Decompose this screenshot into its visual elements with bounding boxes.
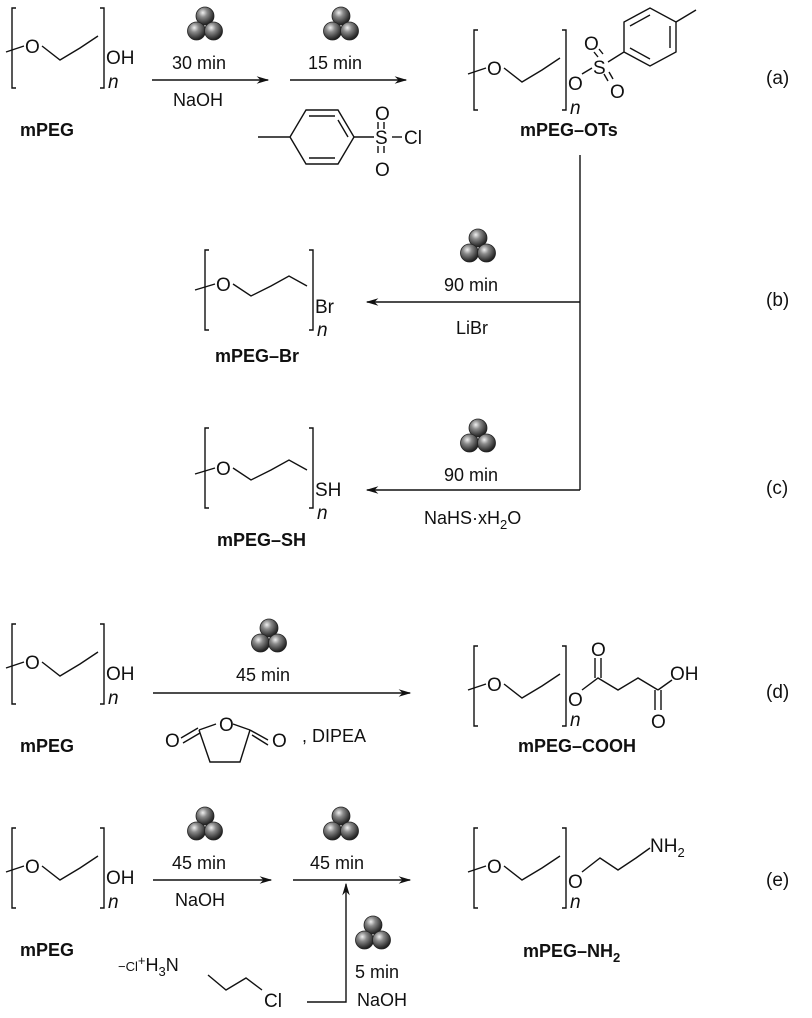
step-time: 90 min	[444, 465, 498, 485]
reactant-name: mPEG	[20, 120, 74, 140]
atom-o: O	[487, 59, 502, 80]
product-name: mPEG–OTs	[520, 120, 618, 140]
atom-o: O	[216, 459, 231, 480]
product-name: mPEG–Br	[215, 346, 299, 366]
reaction-label: (e)	[766, 870, 789, 891]
reaction-d: O OH n mPEG 45 min O O O , DIPEA O O n O	[5, 618, 789, 763]
atom-o: O	[272, 731, 287, 752]
atom-cl: Cl	[404, 128, 422, 149]
atom-o: O	[219, 715, 234, 736]
reactant-name: mPEG	[20, 736, 74, 756]
repeat-n: n	[317, 503, 328, 524]
atom-s: S	[593, 58, 606, 79]
step-reagent: LiBr	[456, 318, 488, 338]
ball-mill-icon	[460, 228, 496, 263]
ball-mill-icon	[251, 618, 287, 653]
step1-reagent: NaOH	[173, 90, 223, 110]
succinic-anhydride-structure: O O O	[165, 715, 287, 763]
atom-o: O	[25, 653, 40, 674]
atom-oh: OH	[106, 868, 135, 889]
step1-time: 30 min	[172, 53, 226, 73]
step2-time: 15 min	[308, 53, 362, 73]
mpeg-structure-e: O OH n	[5, 827, 135, 913]
repeat-n: n	[317, 320, 328, 341]
atom-o: O	[568, 74, 583, 95]
atom-oh: OH	[106, 664, 135, 685]
repeat-n: n	[108, 688, 119, 709]
atom-oh: OH	[106, 48, 135, 69]
mpeg-cooh-structure: O O n O O OH	[467, 640, 699, 733]
step-time: 45 min	[236, 665, 290, 685]
product-name: mPEG–SH	[217, 530, 306, 550]
atom-o: O	[25, 857, 40, 878]
atom-sh: SH	[315, 480, 341, 501]
atom-o: O	[610, 82, 625, 103]
mpeg-sh-structure: O SH n	[194, 427, 341, 524]
atom-o: O	[584, 34, 599, 55]
mpeg-ots-structure: O O n S O O	[467, 7, 697, 119]
repeat-n: n	[570, 98, 581, 119]
ball-mill-icon	[323, 806, 359, 841]
ball-mill-icon	[187, 6, 223, 41]
side-reagent-formula: −Cl+H3N	[118, 953, 179, 979]
ball-mill-icon	[323, 6, 359, 41]
atom-s: S	[375, 128, 388, 149]
mpeg-br-structure: O Br n	[194, 249, 335, 341]
step-reagent: NaHS·xH2O	[424, 508, 521, 532]
reaction-label: (c)	[766, 478, 788, 499]
atom-o: O	[487, 857, 502, 878]
atom-o: O	[651, 712, 666, 733]
reaction-label: (a)	[766, 68, 789, 89]
product-name: mPEG–COOH	[518, 736, 636, 756]
repeat-n: n	[108, 72, 119, 93]
step1-time: 45 min	[172, 853, 226, 873]
atom-o: O	[568, 872, 583, 893]
repeat-n: n	[570, 892, 581, 913]
reactant-name: mPEG	[20, 940, 74, 960]
step1-reagent: NaOH	[175, 890, 225, 910]
mpeg-structure-d: O OH n	[5, 623, 135, 709]
atom-o: O	[375, 104, 390, 125]
repeat-n: n	[570, 710, 581, 731]
atom-o: O	[216, 275, 231, 296]
mpeg-structure-a: O OH n	[5, 7, 135, 93]
side-addition-arrow	[307, 882, 350, 1003]
ball-mill-icon	[187, 806, 223, 841]
ball-mill-icon	[460, 418, 496, 453]
step-time: 90 min	[444, 275, 498, 295]
step3-time: 5 min	[355, 962, 399, 982]
reaction-b: O Br n mPEG–Br 90 min LiBr (b)	[194, 228, 789, 366]
product-name: mPEG–NH2	[523, 941, 620, 965]
atom-o: O	[375, 160, 390, 181]
atom-o: O	[25, 37, 40, 58]
ball-mill-icon	[355, 915, 391, 950]
reaction-c: O SH n mPEG–SH 90 min NaHS·xH2O (c)	[194, 418, 788, 550]
step2-time: 45 min	[310, 853, 364, 873]
atom-o: O	[568, 690, 583, 711]
tosyl-chloride-structure: S O O Cl	[258, 104, 422, 181]
mpeg-nh2-structure: O O n NH2	[467, 827, 685, 913]
atom-o: O	[165, 731, 180, 752]
atom-cl: Cl	[264, 991, 282, 1012]
atom-o: O	[487, 675, 502, 696]
reaction-label: (d)	[766, 682, 789, 703]
repeat-n: n	[108, 892, 119, 913]
chloroethylamine-hcl-structure: −Cl+H3N Cl	[118, 953, 282, 1012]
reaction-a: O OH n mPEG 30 min NaOH 15 min S O O Cl …	[5, 6, 789, 181]
atom-oh: OH	[670, 664, 699, 685]
step3-reagent: NaOH	[357, 990, 407, 1010]
reaction-label: (b)	[766, 290, 789, 311]
atom-o: O	[591, 640, 606, 661]
atom-nh2: NH2	[650, 836, 685, 860]
atom-br: Br	[315, 297, 335, 318]
step-reagent: , DIPEA	[302, 726, 366, 746]
reaction-e: O OH n mPEG 45 min NaOH 45 min 5 min NaO…	[5, 806, 789, 1012]
